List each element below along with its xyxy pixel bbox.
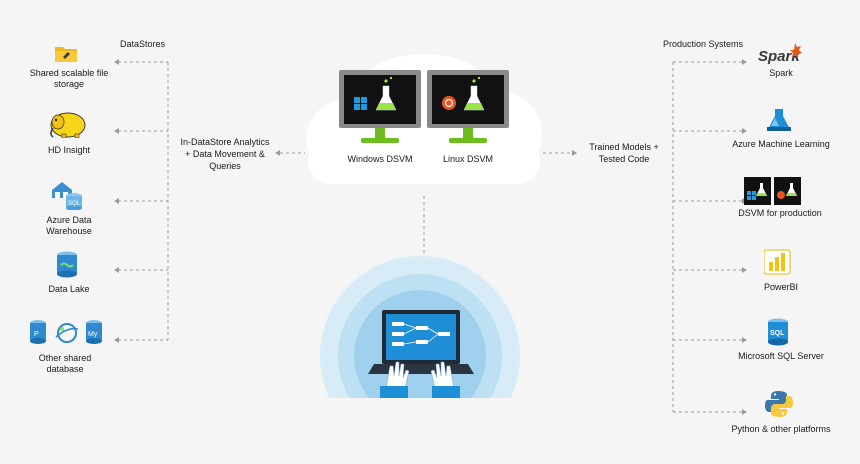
user-circle-graphic: [320, 256, 520, 398]
svg-text:My: My: [88, 331, 98, 338]
svg-text:SQL: SQL: [68, 201, 81, 207]
datastores-header: DataStores: [120, 39, 166, 49]
left-item-label: Shared scalable file storage: [29, 68, 109, 89]
python-icon: [765, 391, 793, 417]
sql-server-icon: SQL: [768, 318, 788, 346]
trained-models-caption: Trained Models + Tested Code: [589, 142, 659, 164]
production-systems-header: Production Systems: [663, 39, 744, 49]
windows-dsvm-monitor: [339, 70, 421, 143]
svg-text:SQL: SQL: [770, 330, 785, 337]
right-item-label: DSVM for production: [738, 208, 822, 218]
left-item-label: HD Insight: [47, 145, 91, 155]
right-item-label: Microsoft SQL Server: [738, 351, 824, 361]
in-datastore-analytics-caption: In-DataStore Analytics + Data Movement &…: [180, 137, 270, 171]
right-item-label: PowerBI: [763, 282, 798, 292]
data-warehouse-icon: SQL: [52, 182, 82, 210]
folder-icon: [55, 47, 77, 62]
svg-text:Spark: Spark: [758, 48, 800, 65]
spark-logo-icon: Spark: [758, 43, 802, 65]
database-icons: P My: [30, 320, 102, 344]
dsvm-icon: [744, 177, 801, 205]
left-item-label: Other shared database: [38, 353, 92, 374]
linux-dsvm-label: Linux DSVM: [442, 154, 494, 164]
powerbi-icon: [764, 249, 791, 275]
data-lake-icon: [57, 251, 77, 278]
azure-ml-icon: [767, 109, 791, 131]
right-item-label: Azure Machine Learning: [732, 139, 830, 149]
right-item-label: Python & other platforms: [731, 424, 831, 434]
cloud-shape: [306, 54, 542, 184]
right-item-label: Spark: [769, 68, 793, 78]
hadoop-elephant-icon: [50, 112, 86, 138]
windows-dsvm-label: Windows DSVM: [347, 154, 413, 164]
left-item-label: Data Lake: [48, 284, 90, 294]
svg-text:P: P: [34, 331, 39, 338]
left-item-label: Azure Data Warehouse: [46, 215, 92, 236]
linux-dsvm-monitor: [427, 70, 509, 143]
